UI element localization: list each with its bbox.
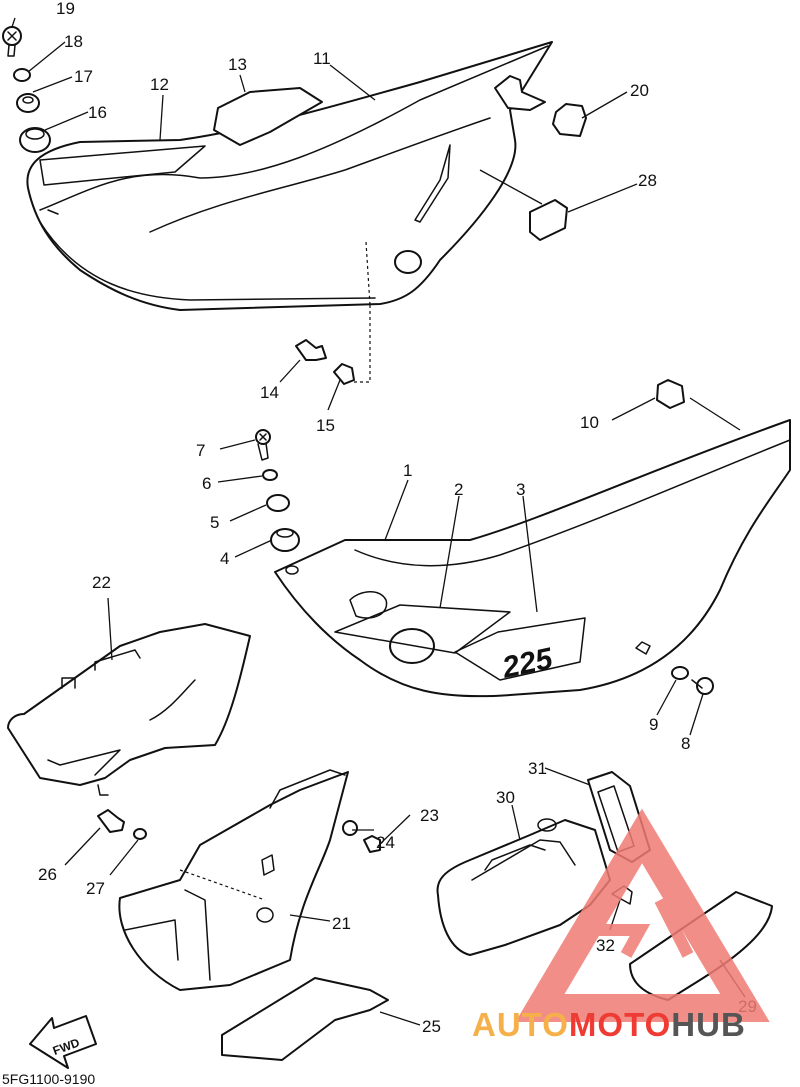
callout-9: 9 — [649, 715, 658, 734]
callout-1: 1 — [403, 461, 412, 480]
callout-10: 10 — [580, 413, 599, 432]
fwd-arrow: FWD — [29, 1015, 97, 1069]
callout-31: 31 — [528, 759, 547, 778]
lower-side-cover — [274, 419, 791, 698]
callout-30: 30 — [496, 788, 515, 807]
callout-20: 20 — [630, 81, 649, 100]
callout-12: 12 — [150, 75, 169, 94]
callout-32: 32 — [596, 936, 615, 955]
watermark — [515, 808, 770, 1022]
callout-24: 24 — [376, 833, 395, 852]
callout-17: 17 — [74, 67, 93, 86]
callout-25: 25 — [422, 1017, 441, 1036]
fastener-box — [97, 809, 381, 853]
watermark-inner-mark — [586, 877, 694, 958]
damper-28 — [529, 199, 568, 241]
callout-numbers: 1 2 3 4 5 6 7 8 9 10 11 12 13 14 15 16 1… — [38, 0, 757, 1036]
callout-7: 7 — [196, 441, 205, 460]
watermark-moto: MOTO — [569, 1006, 671, 1043]
fastener-stack-lower — [255, 379, 714, 695]
callout-18: 18 — [64, 32, 83, 51]
mount-pin — [494, 75, 546, 111]
callout-13: 13 — [228, 55, 247, 74]
callout-16: 16 — [88, 103, 107, 122]
watermark-triangle — [515, 808, 770, 1022]
callout-22: 22 — [92, 573, 111, 592]
watermark-text: AUTOMOTOHUB — [472, 1006, 746, 1043]
callout-14: 14 — [260, 383, 279, 402]
watermark-auto: AUTO — [472, 1006, 569, 1043]
callout-5: 5 — [210, 513, 219, 532]
callout-21: 21 — [332, 914, 351, 933]
callout-8: 8 — [681, 734, 690, 753]
upper-stripe-decal — [39, 145, 206, 186]
callout-15: 15 — [316, 416, 335, 435]
callout-11: 11 — [313, 49, 331, 68]
fastener-stack-upper — [2, 26, 51, 153]
mat-25 — [221, 977, 389, 1061]
leader-lines — [11, 17, 746, 1026]
callout-4: 4 — [220, 549, 229, 568]
diagram-code: 5FG1100-9190 — [2, 1071, 95, 1087]
watermark-hub: HUB — [671, 1006, 746, 1043]
upper-decal — [213, 87, 323, 146]
callout-3: 3 — [516, 480, 525, 499]
tool-box-21 — [118, 769, 349, 991]
callout-27: 27 — [86, 879, 105, 898]
fastener-14-15 — [295, 241, 371, 385]
grommet-20 — [552, 103, 587, 137]
callout-26: 26 — [38, 865, 57, 884]
callout-2: 2 — [454, 480, 463, 499]
callout-19: 19 — [56, 0, 75, 18]
bracket-22 — [7, 623, 251, 796]
callout-23: 23 — [420, 806, 439, 825]
upper-side-cover — [26, 41, 553, 311]
callout-6: 6 — [202, 474, 211, 493]
callout-28: 28 — [638, 171, 657, 190]
